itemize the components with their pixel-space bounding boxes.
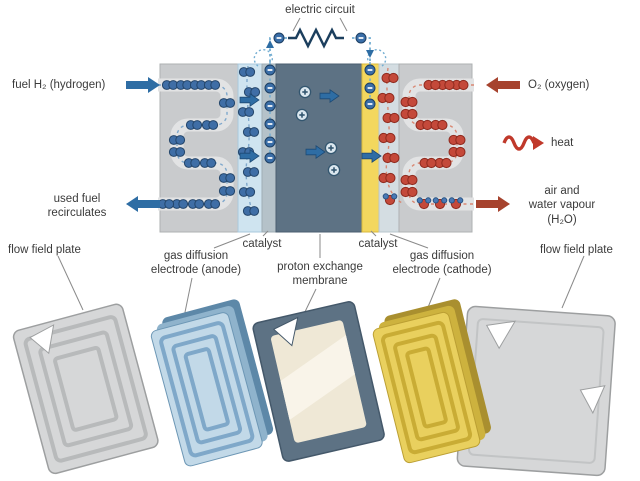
oxygen-in-arrow-icon (486, 77, 520, 93)
heat-icon (502, 135, 544, 151)
electric-circuit (253, 27, 387, 164)
exploded-gde-anode (150, 299, 274, 467)
heat-label: heat (551, 137, 574, 149)
exploded-view (12, 299, 616, 477)
resistor-icon (288, 27, 344, 49)
io-arrows (126, 77, 544, 212)
fuel-out-label: used fuel recirculates (47, 193, 107, 220)
gde-cathode-label: gas diffusion electrode (cathode) (392, 250, 492, 277)
fuel-in-arrow-icon (126, 77, 160, 93)
fuel-out-arrow-icon (126, 196, 160, 212)
plate-notch-triangle-2 (579, 385, 606, 415)
membrane-notch-triangle (272, 316, 299, 347)
fuel-in-label: fuel H₂ (hydrogen) (12, 79, 106, 91)
wire-arrow-down-icon (366, 50, 374, 58)
flow-field-plate-right-label: flow field plate (540, 244, 613, 256)
electric-circuit-label: electric circuit (285, 4, 355, 16)
catalyst-left-label: catalyst (242, 238, 282, 250)
wire-swirl-left (253, 49, 273, 67)
wire-arrow-up-icon (266, 40, 274, 48)
air-out-arrow-icon (476, 196, 510, 212)
flow-field-plate-left-label: flow field plate (8, 244, 81, 256)
air-out-label: air and water vapour (H₂O) (528, 185, 596, 226)
plate-notch-triangle (485, 320, 517, 350)
catalyst-right-label: catalyst (358, 238, 398, 250)
membrane-label: proton exchange membrane (277, 261, 363, 288)
exploded-flow-field-plate-left (12, 303, 159, 475)
exploded-membrane (252, 301, 385, 462)
plate-notch-triangle (29, 324, 55, 355)
exploded-gde-cathode (372, 299, 491, 464)
wire-swirl-right (367, 49, 387, 67)
oxygen-in-label: O₂ (oxygen) (528, 79, 590, 91)
wire-left (269, 37, 288, 62)
gde-anode-label: gas diffusion electrode (anode) (150, 250, 242, 277)
